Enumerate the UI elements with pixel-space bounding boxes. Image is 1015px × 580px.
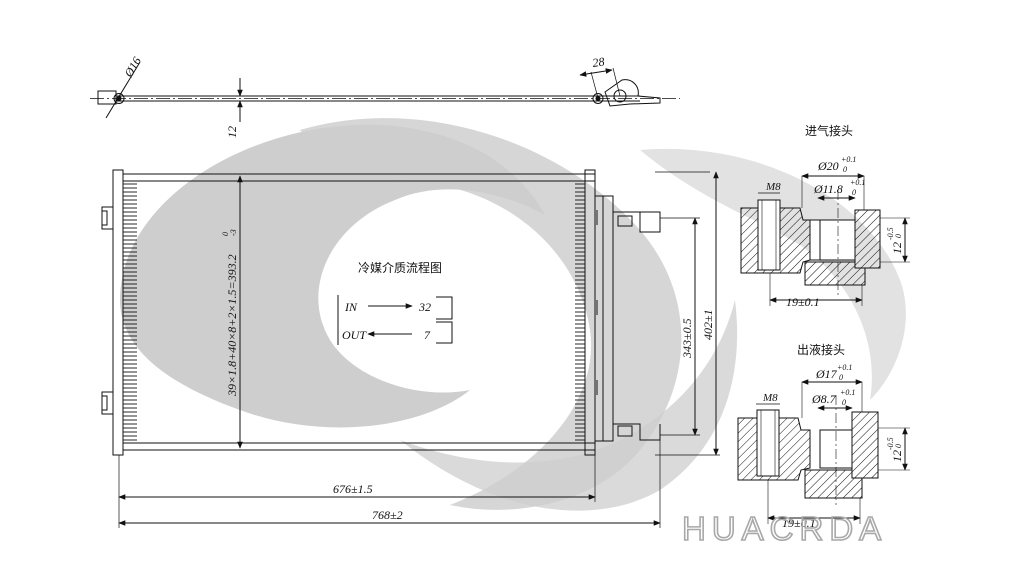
outlet-outer-dia-label: Ø17 <box>815 367 838 381</box>
width-28-ext-right <box>612 67 621 97</box>
inlet-connector-top-inner <box>101 210 108 226</box>
inlet-stub <box>97 90 117 105</box>
outlet-body-bottom <box>804 469 863 499</box>
core-width-label: 676±1.5 <box>333 482 373 496</box>
condenser-front-view <box>101 169 720 528</box>
core-height-tol-top: 0 <box>221 232 230 236</box>
outlet-fitting-title: 出液接头 <box>797 342 845 357</box>
outlet-length-label: 19±0.1 <box>782 516 816 530</box>
outlet-inner-tol-top: +0.1 <box>840 388 855 397</box>
outlet-connector-bottom-inner <box>101 395 108 411</box>
outlet-inner-dia-label: Ø8.7 <box>811 392 837 406</box>
receiver-height-label: 343±0.5 <box>680 318 694 359</box>
bracket-tab <box>604 79 661 107</box>
flow-chart-title: 冷媒介质流程图 <box>358 260 442 275</box>
fin-band-left <box>123 183 137 441</box>
inlet-outer-tol-top: +0.1 <box>841 155 856 164</box>
bracket-hole <box>592 93 604 104</box>
core-height-tol-bottom: -3 <box>229 229 238 236</box>
inlet-inner-bore-left <box>809 219 821 261</box>
flow-in-label: IN <box>344 300 358 314</box>
dia-16-label: Ø16 <box>121 55 144 81</box>
brand-wordmark: HUACRDA <box>682 510 887 547</box>
flow-in-bracket <box>436 296 453 320</box>
total-height-label: 402±1 <box>701 309 715 340</box>
outlet-height-tol-top: -0.5 <box>886 437 895 450</box>
inlet-body-bottom <box>804 261 866 286</box>
thickness-12-label: 12 <box>225 126 239 138</box>
inlet-outer-dia-label: Ø20 <box>817 159 839 173</box>
outlet-fitting-section: 出液接头 M8 Ø17 +0.1 0 Ø8.7 +0.1 <box>737 342 910 530</box>
outlet-height-tol-bottom: 0 <box>894 444 903 448</box>
outlet-body-right <box>851 411 879 479</box>
inlet-inner-tol-bottom: 0 <box>852 188 856 197</box>
total-width-label: 768±2 <box>372 508 403 522</box>
inlet-body-right <box>854 209 881 269</box>
watermark-logo <box>120 118 906 511</box>
inlet-height-label: 12 <box>890 242 904 254</box>
inlet-outer-tol-bottom: 0 <box>843 165 847 174</box>
inlet-inner-dia-label: Ø11.8 <box>813 182 843 196</box>
flow-out-bracket <box>436 321 453 344</box>
inlet-fitting-section: 进气接头 M8 Ø20 +0.1 0 Ø11.8 + <box>740 123 910 309</box>
outlet-thread-label: M8 <box>762 392 778 404</box>
outlet-outer-tol-top: +0.1 <box>837 363 852 372</box>
fin-band-right <box>575 183 585 441</box>
outlet-thread-bore <box>756 409 780 477</box>
refrigerant-flow-chart: 冷媒介质流程图 IN 32 OUT 7 <box>337 260 453 345</box>
receiver-drier <box>602 195 614 442</box>
inlet-inner-bore <box>819 219 856 261</box>
core-height-spec: 39×1.8+40×8+2×1.5=393.2 <box>225 254 239 397</box>
width-28-label: 28 <box>591 54 605 70</box>
top-mount-bracket <box>613 211 661 233</box>
flow-out-label: OUT <box>342 328 367 342</box>
outlet-inner-tol-bottom: 0 <box>842 398 846 407</box>
inlet-inner-tol-top: +0.1 <box>850 178 865 187</box>
inlet-thread-bore <box>757 199 781 271</box>
inlet-height-tol-top: -0.5 <box>886 227 895 240</box>
inlet-fitting-title: 进气接头 <box>805 123 853 138</box>
outlet-outer-tol-bottom: 0 <box>839 373 843 382</box>
width-28-dim <box>579 68 613 77</box>
inlet-height-tol-bottom: 0 <box>894 234 903 238</box>
inlet-hole <box>113 93 125 104</box>
bottom-mount-block <box>617 425 633 437</box>
bracket-hole-center <box>595 96 601 101</box>
flow-out-value: 7 <box>424 328 431 342</box>
width-28-ext-left <box>590 71 599 99</box>
bracket-ring <box>613 89 627 103</box>
flow-in-value: 32 <box>418 300 431 314</box>
inlet-thread-label: M8 <box>765 181 781 193</box>
inlet-length-label: 19±0.1 <box>786 295 820 309</box>
top-view <box>90 61 680 122</box>
dia-leader <box>105 61 141 119</box>
top-mount-block <box>617 215 633 227</box>
outlet-height-label: 12 <box>890 450 904 462</box>
